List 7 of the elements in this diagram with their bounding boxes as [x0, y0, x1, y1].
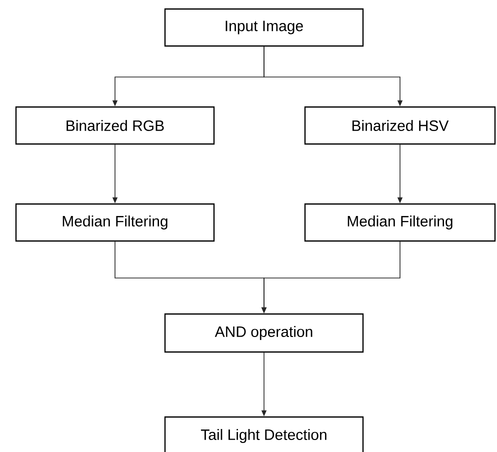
- process-box: Binarized RGB: [15, 106, 215, 145]
- process-box: Binarized HSV: [304, 106, 496, 145]
- process-box: Input Image: [164, 8, 364, 47]
- process-box: Median Filtering: [304, 203, 496, 242]
- process-box: Tail Light Detection: [164, 416, 364, 452]
- process-box: Median Filtering: [15, 203, 215, 242]
- process-box: AND operation: [164, 313, 364, 353]
